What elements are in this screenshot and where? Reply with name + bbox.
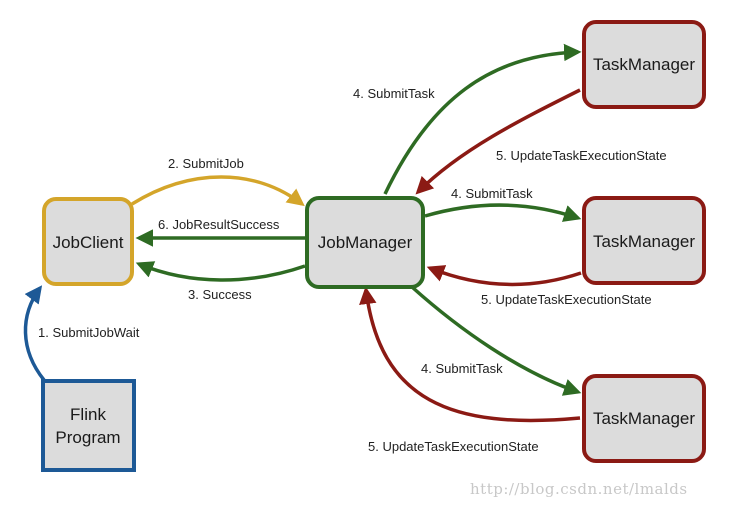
- watermark-text: http://blog.csdn.net/lmalds: [470, 480, 688, 498]
- node-taskmanager-3: TaskManager: [582, 374, 706, 463]
- label-submit-job: 2. SubmitJob: [168, 156, 244, 171]
- node-flink-program-line1: Flink: [70, 405, 106, 424]
- node-taskmanager-1-label: TaskManager: [593, 55, 695, 74]
- edge-submit-task-1: [383, 43, 582, 195]
- edge-submit-task-2: [424, 203, 582, 222]
- edge-update-1: [415, 88, 581, 195]
- label-job-result-success: 6. JobResultSuccess: [158, 217, 280, 232]
- edge-update-3: [359, 286, 581, 423]
- edge-success: [135, 261, 306, 282]
- node-jobclient: JobClient: [42, 197, 134, 286]
- label-submit-task-2: 4. SubmitTask: [451, 186, 533, 201]
- node-taskmanager-1: TaskManager: [582, 20, 706, 109]
- label-update-1: 5. UpdateTaskExecutionState: [496, 148, 667, 163]
- node-taskmanager-2: TaskManager: [582, 196, 706, 285]
- edge-submit-job-wait: [23, 285, 46, 382]
- edge-submit-job: [131, 175, 305, 207]
- node-jobclient-label: JobClient: [53, 233, 124, 252]
- label-success: 3. Success: [188, 287, 252, 302]
- node-flink-program-line2: Program: [55, 428, 120, 447]
- label-submit-task-3: 4. SubmitTask: [421, 361, 503, 376]
- edge-update-2: [426, 265, 582, 287]
- node-jobmanager-label: JobManager: [318, 233, 413, 252]
- node-taskmanager-3-label: TaskManager: [593, 409, 695, 428]
- label-update-3: 5. UpdateTaskExecutionState: [368, 439, 539, 454]
- label-submit-task-1: 4. SubmitTask: [353, 86, 435, 101]
- node-taskmanager-2-label: TaskManager: [593, 232, 695, 251]
- node-jobmanager: JobManager: [305, 196, 425, 289]
- node-flink-program: Flink Program: [41, 379, 136, 472]
- label-submit-job-wait: 1. SubmitJobWait: [38, 325, 140, 340]
- edge-submit-task-3: [410, 285, 582, 396]
- label-update-2: 5. UpdateTaskExecutionState: [481, 292, 652, 307]
